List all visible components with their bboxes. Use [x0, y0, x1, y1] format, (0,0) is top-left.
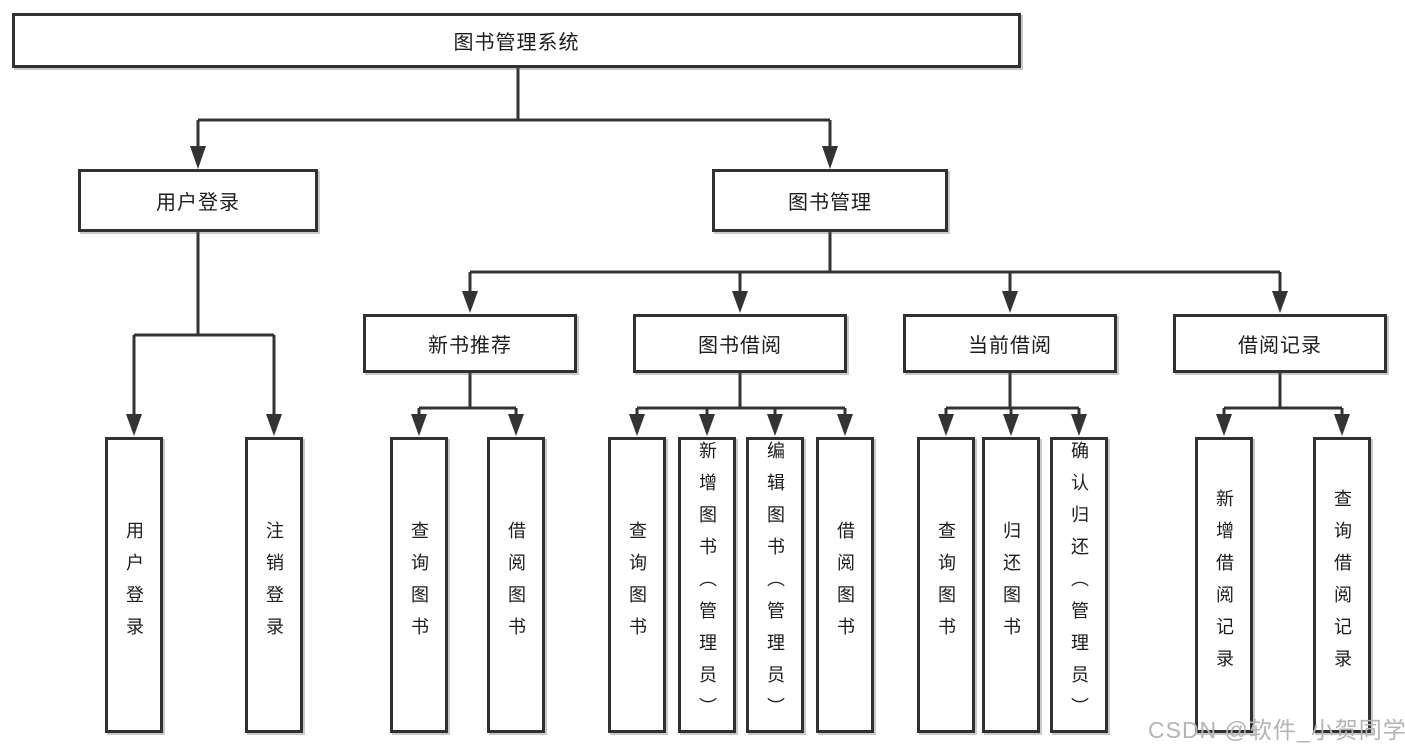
leaf-bb-add-books: 新增图书（管理员） — [678, 437, 736, 733]
leaf-bb-query-books: 查询图书 — [608, 437, 666, 733]
leaf-user-login-label: 用户登录 — [124, 521, 144, 649]
connector-book-mgmt-to-level3 — [462, 232, 1288, 313]
leaf-cb-query-books: 查询图书 — [917, 437, 975, 733]
leaf-cb-return-books-label: 归还图书 — [1001, 521, 1021, 649]
node-current-borrow: 当前借阅 — [903, 314, 1117, 373]
leaf-logout-label: 注销登录 — [264, 521, 284, 649]
leaf-rec-borrow-books-label: 借阅图书 — [506, 521, 526, 649]
node-library-system: 图书管理系统 — [12, 13, 1021, 68]
leaf-cb-confirm-return: 确认归还（管理员） — [1050, 437, 1108, 733]
connector-current-borrow-to-leaves — [938, 373, 1087, 436]
leaf-bb-edit-books: 编辑图书（管理员） — [746, 437, 804, 733]
node-user-login: 用户登录 — [78, 169, 318, 232]
leaf-rec-query-books: 查询图书 — [390, 437, 448, 733]
connector-borrow-records-to-leaves — [1216, 373, 1350, 436]
leaf-br-query-record: 查询借阅记录 — [1313, 437, 1371, 733]
leaf-bb-edit-books-label: 编辑图书（管理员） — [765, 441, 785, 729]
leaf-bb-add-books-label: 新增图书（管理员） — [697, 441, 717, 729]
node-borrow-records: 借阅记录 — [1173, 314, 1387, 373]
csdn-watermark: CSDN @软件_小贺同学 — [1148, 717, 1405, 743]
leaf-rec-borrow-books: 借阅图书 — [487, 437, 545, 733]
node-new-book-recommend: 新书推荐 — [363, 314, 577, 373]
connector-book-borrow-to-leaves — [629, 373, 853, 436]
leaf-cb-confirm-return-label: 确认归还（管理员） — [1069, 441, 1089, 729]
connector-new-book-rec-to-leaves — [411, 373, 524, 436]
leaf-logout: 注销登录 — [245, 437, 303, 733]
leaf-cb-return-books: 归还图书 — [982, 437, 1040, 733]
leaf-bb-borrow-books: 借阅图书 — [816, 437, 874, 733]
leaf-br-add-record-label: 新增借阅记录 — [1214, 489, 1234, 681]
leaf-cb-query-books-label: 查询图书 — [936, 521, 956, 649]
leaf-br-add-record: 新增借阅记录 — [1195, 437, 1253, 733]
leaf-br-query-record-label: 查询借阅记录 — [1332, 489, 1352, 681]
node-book-management: 图书管理 — [712, 169, 948, 232]
leaf-bb-query-books-label: 查询图书 — [627, 521, 647, 649]
leaf-user-login: 用户登录 — [105, 437, 163, 733]
connector-root-to-level2 — [190, 68, 838, 169]
leaf-rec-query-books-label: 查询图书 — [409, 521, 429, 649]
node-book-borrow: 图书借阅 — [633, 314, 847, 373]
connector-user-login-to-leaves — [126, 232, 282, 436]
leaf-bb-borrow-books-label: 借阅图书 — [835, 521, 855, 649]
